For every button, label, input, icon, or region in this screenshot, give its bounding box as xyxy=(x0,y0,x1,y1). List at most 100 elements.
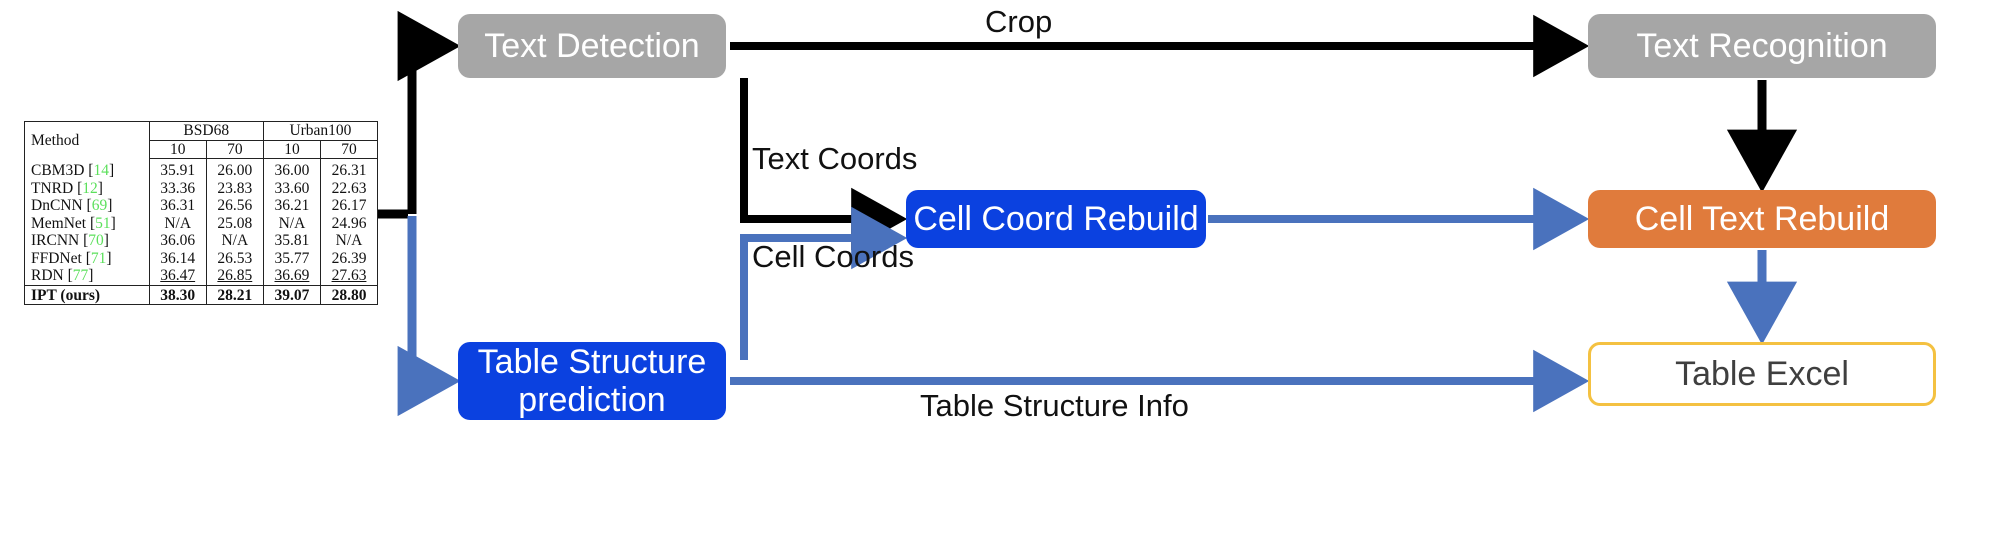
node-table-structure-prediction[interactable]: Table Structure prediction xyxy=(458,342,726,420)
node-table-structure-line1: Table Structure xyxy=(477,342,707,381)
cell-value: 25.08 xyxy=(217,214,253,232)
node-text-detection[interactable]: Text Detection xyxy=(458,14,726,78)
table-row: IRCNN [70] 36.06 N/A 35.81 N/A xyxy=(25,232,377,250)
method-name: TNRD xyxy=(31,179,74,197)
cell-value: 36.14 xyxy=(160,249,196,267)
cell-value: 35.81 xyxy=(274,232,310,249)
method-name: IRCNN xyxy=(31,232,80,249)
table-cell-value: 26.17 xyxy=(320,197,377,215)
table-row: DnCNN [69] 36.31 26.56 36.21 26.17 xyxy=(25,197,377,215)
cell-value: 22.63 xyxy=(331,179,367,197)
cell-value: 26.85 xyxy=(217,267,253,284)
table-cell-method: IRCNN [70] xyxy=(25,232,149,250)
cell-value: 24.96 xyxy=(331,214,367,232)
table-cell-method: IPT (ours) xyxy=(25,284,150,304)
method-reference: [12] xyxy=(73,179,103,197)
table-header-row-subs: 10 70 10 70 xyxy=(25,140,377,159)
cell-value: 35.77 xyxy=(274,249,310,267)
header-bsd68: BSD68 xyxy=(148,122,264,141)
table-cell-value: 36.31 xyxy=(148,197,207,215)
cell-value: 26.56 xyxy=(217,197,253,214)
cell-value: 36.47 xyxy=(160,267,196,284)
cell-value: N/A xyxy=(221,232,249,249)
table-cell-value: 35.91 xyxy=(148,158,207,180)
table-cell-value: 23.83 xyxy=(205,179,264,197)
table-cell-value: 22.63 xyxy=(320,179,377,197)
table-cell-value: 28.80 xyxy=(320,284,377,304)
cell-value: N/A xyxy=(278,214,306,232)
method-reference: [71] xyxy=(81,249,112,267)
method-name: CBM3D xyxy=(31,161,85,179)
cell-value: 36.00 xyxy=(274,162,310,179)
node-table-excel-label: Table Excel xyxy=(1675,354,1849,393)
table-cell-value: 25.08 xyxy=(205,214,264,232)
node-cell-text-rebuild-label: Cell Text Rebuild xyxy=(1634,199,1890,238)
input-table-image: Method BSD68 Urban100 10 70 10 70 CBM3D … xyxy=(24,121,378,305)
node-cell-text-rebuild[interactable]: Cell Text Rebuild xyxy=(1588,190,1936,248)
node-table-structure-prediction-label: Table Structure prediction xyxy=(478,343,707,419)
edge-label-cell-coords: Cell Coords xyxy=(752,239,914,274)
cell-value: 35.91 xyxy=(160,162,196,179)
table-cell-value: 36.47 xyxy=(148,267,207,285)
method-name: IPT (ours) xyxy=(31,286,101,304)
table-cell-value: 33.60 xyxy=(262,179,321,197)
subheader-bsd68-70: 70 xyxy=(205,140,264,159)
table-cell-method: RDN [77] xyxy=(25,267,149,285)
method-reference: [70] xyxy=(79,232,109,249)
table-cell-value: 36.21 xyxy=(262,197,321,215)
table-cell-method: MemNet [51] xyxy=(25,215,149,233)
cell-value: N/A xyxy=(335,232,363,249)
table-cell-value: 24.96 xyxy=(320,214,377,232)
table-cell-value: 36.00 xyxy=(262,158,321,180)
edge-source-spine xyxy=(372,10,461,417)
node-cell-coord-rebuild[interactable]: Cell Coord Rebuild xyxy=(906,190,1206,248)
table-row: TNRD [12] 33.36 23.83 33.60 22.63 xyxy=(25,179,377,197)
method-name: FFDNet xyxy=(31,249,82,267)
header-urban100: Urban100 xyxy=(262,122,377,141)
cell-value: 27.63 xyxy=(331,267,367,284)
cell-value: 36.21 xyxy=(274,197,310,214)
method-reference: [69] xyxy=(82,197,113,214)
cell-value: 26.17 xyxy=(331,197,367,214)
table-cell-value: N/A xyxy=(148,214,207,232)
table-cell-method: DnCNN [69] xyxy=(25,197,149,215)
cell-value: 38.30 xyxy=(160,286,196,304)
node-table-excel[interactable]: Table Excel xyxy=(1588,342,1936,406)
table-cell-method: CBM3D [14] xyxy=(25,159,149,180)
edge-text-coords xyxy=(740,78,908,251)
table-cell-value: 33.36 xyxy=(148,179,207,197)
node-text-recognition[interactable]: Text Recognition xyxy=(1588,14,1936,78)
edge-label-crop: Crop xyxy=(985,4,1053,39)
method-name: RDN xyxy=(31,267,64,284)
table-cell-value: 36.06 xyxy=(148,232,207,250)
table-cell-value: 39.07 xyxy=(262,284,321,304)
method-reference: [14] xyxy=(84,161,115,179)
table-header-row-groups: Method BSD68 Urban100 xyxy=(25,122,377,148)
edge-label-table-structure-info: Table Structure Info xyxy=(920,388,1189,423)
table-cell-value: 26.39 xyxy=(320,249,377,267)
cell-value: 36.06 xyxy=(160,232,196,249)
table-cell-value: 35.81 xyxy=(262,232,321,250)
table-cell-method: FFDNet [71] xyxy=(25,250,149,268)
subheader-bsd68-10: 10 xyxy=(148,140,207,159)
cell-value: 36.31 xyxy=(160,197,196,214)
table-cell-value: 26.85 xyxy=(205,267,264,285)
cell-value: 26.31 xyxy=(331,162,367,179)
cell-value: 36.69 xyxy=(274,267,310,284)
table-cell-value: N/A xyxy=(262,214,321,232)
table-row: RDN [77] 36.47 26.85 36.69 27.63 xyxy=(25,267,377,285)
node-text-detection-label: Text Detection xyxy=(484,26,700,65)
table-cell-value: 26.00 xyxy=(205,158,264,180)
cell-value: 33.36 xyxy=(160,179,196,197)
cell-value: 23.83 xyxy=(217,179,253,197)
cell-value: 39.07 xyxy=(274,286,310,304)
table-cell-value: N/A xyxy=(205,232,264,250)
table-cell-value: 35.77 xyxy=(262,249,321,267)
method-name: MemNet xyxy=(31,214,87,232)
table-head: Method BSD68 Urban100 10 70 10 70 xyxy=(25,122,377,159)
